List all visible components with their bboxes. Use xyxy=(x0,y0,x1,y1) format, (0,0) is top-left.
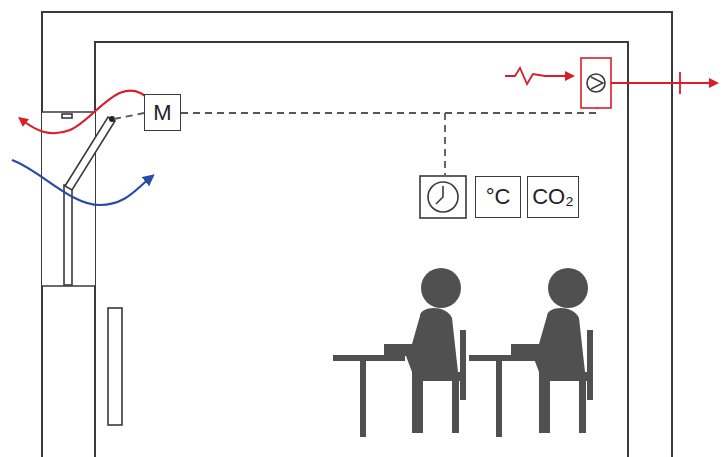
signal-arrow xyxy=(505,68,570,84)
heating-pump xyxy=(581,58,611,108)
student-figures xyxy=(333,268,593,437)
exhaust-air-arrow xyxy=(22,91,150,134)
box-label: M xyxy=(153,102,171,124)
building-wall xyxy=(42,12,672,457)
heating-pipe xyxy=(611,82,714,84)
radiator xyxy=(108,308,122,425)
device-box: CO₂ xyxy=(527,176,579,218)
supply-air-arrow xyxy=(12,160,150,205)
box-label: CO₂ xyxy=(532,186,574,208)
timer-symbol xyxy=(420,176,466,218)
box-label: °C xyxy=(486,186,511,208)
control-wire xyxy=(114,108,597,175)
device-box: °C xyxy=(475,176,521,218)
device-box: M xyxy=(144,94,181,131)
pipe-valve xyxy=(679,72,681,94)
